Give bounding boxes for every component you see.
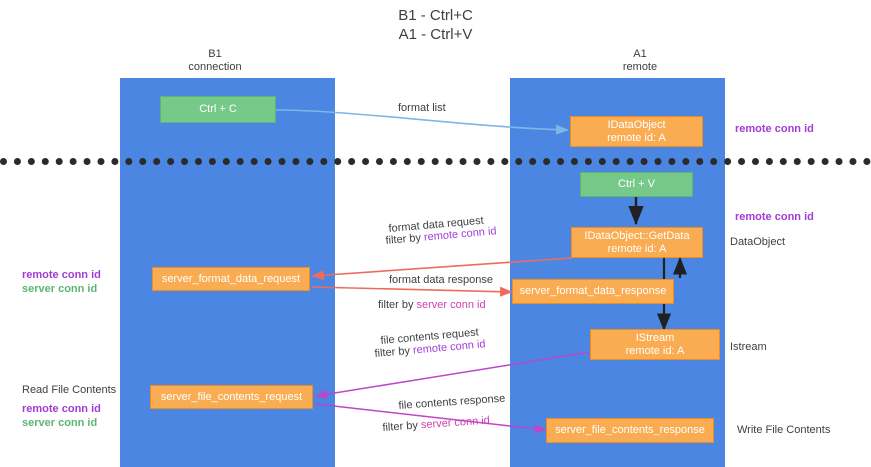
box-server-file-contents-request[interactable]: server_file_contents_request <box>150 385 313 409</box>
box-idataobject[interactable]: IDataObject remote id: A <box>570 116 703 147</box>
lane-header-b1: B1 connection <box>150 48 280 74</box>
box-getdata-line-1: IDataObject::GetData <box>584 229 690 242</box>
page-title-line-1: B1 - Ctrl+C <box>398 7 473 24</box>
box-server-file-contents-request-label: server_file_contents_request <box>160 390 303 403</box>
edge-file-contents-response <box>315 403 547 434</box>
annotation-istream: Istream <box>730 341 767 353</box>
annotation-write-file-contents: Write File Contents <box>737 424 831 436</box>
page-title-line-2: A1 - Ctrl+V <box>398 26 473 43</box>
annotation-left-remote-conn-id-b: remote conn id <box>22 403 101 415</box>
phase-separator <box>0 158 871 165</box>
lane-header-b1-subtitle: connection <box>188 61 242 73</box>
edge-label-format-data-request-filter-prefix: filter by <box>385 231 425 247</box>
box-istream-line-2: remote id: A <box>625 344 685 357</box>
box-idataobject-line-2: remote id: A <box>607 131 666 144</box>
lane-header-a1: A1 remote <box>575 48 705 74</box>
box-ctrl-c[interactable]: Ctrl + C <box>160 96 276 123</box>
edge-format-data-request <box>311 257 573 281</box>
lane-header-a1-name: A1 <box>633 48 647 60</box>
box-server-file-contents-response-label: server_file_contents_response <box>555 424 705 436</box>
box-server-format-data-request[interactable]: server_format_data_request <box>152 267 310 291</box>
box-ctrl-v[interactable]: Ctrl + V <box>580 172 693 197</box>
edge-format-data-response <box>311 286 513 297</box>
edge-label-format-list: format list <box>398 102 446 114</box>
annotation-read-file-contents: Read File Contents <box>22 384 117 396</box>
annotation-left-remote-conn-id-a: remote conn id <box>22 269 101 281</box>
page-title: B1 - Ctrl+C A1 - Ctrl+V <box>0 6 871 44</box>
edge-label-file-contents-response-filter-key: server conn id <box>420 414 491 432</box>
edge-label-format-data-response-filter-prefix: filter by <box>378 299 417 311</box>
annotation-left-keys-b: remote conn id server conn id <box>22 402 101 430</box>
box-ctrl-v-label: Ctrl + V <box>618 178 655 190</box>
annotation-left-server-conn-id-b: server conn id <box>22 417 98 429</box>
box-server-format-data-request-label: server_format_data_request <box>161 272 301 285</box>
edge-label-format-data-response-filter-key: server conn id <box>416 299 486 311</box>
box-ctrl-c-label: Ctrl + C <box>199 103 237 115</box>
annotation-dataobject: DataObject <box>730 236 786 248</box>
box-server-format-data-response[interactable]: server_format_data_response <box>512 279 674 304</box>
annotation-left-keys-a: remote conn id server conn id <box>22 268 101 296</box>
annotation-left-server-conn-id-a: server conn id <box>22 283 98 295</box>
edge-label-format-data-response-filter: filter by server conn id <box>378 299 486 312</box>
lane-header-a1-subtitle: remote <box>622 61 658 73</box>
box-getdata[interactable]: IDataObject::GetData remote id: A <box>571 227 703 258</box>
box-getdata-line-2: remote id: A <box>607 242 667 255</box>
box-istream[interactable]: IStream remote id: A <box>590 329 720 360</box>
box-istream-line-1: IStream <box>635 331 675 344</box>
box-idataobject-line-1: IDataObject <box>607 118 666 131</box>
box-server-file-contents-response[interactable]: server_file_contents_response <box>546 418 714 443</box>
edge-label-file-contents-request-filter-prefix: filter by <box>374 344 414 360</box>
edge-file-contents-request <box>315 351 591 399</box>
box-server-format-data-response-label: server_format_data_response <box>519 285 667 297</box>
edge-label-file-contents-response-filter-prefix: filter by <box>382 419 422 434</box>
edge-format-list <box>275 109 569 135</box>
lane-header-b1-name: B1 <box>208 48 222 60</box>
annotation-remote-conn-id-mid: remote conn id <box>735 211 814 223</box>
annotation-remote-conn-id-top: remote conn id <box>735 123 814 135</box>
edge-label-format-data-response: format data response <box>389 274 493 286</box>
